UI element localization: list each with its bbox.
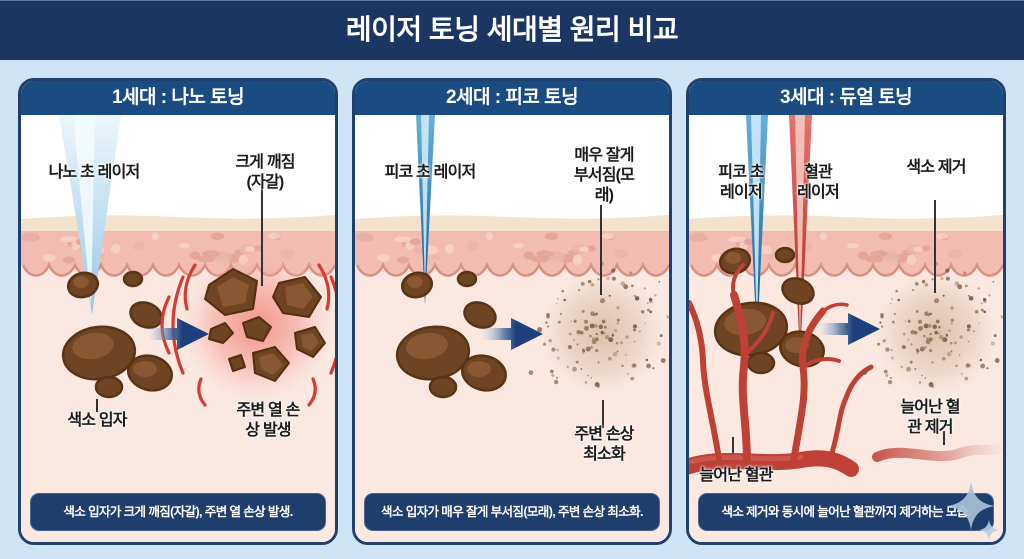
pico-laser-label: 피코 초 레이저	[718, 164, 764, 201]
pigment-particle-label: 색소 입자	[67, 412, 127, 429]
dilated-vessel-label: 늘어난 혈관	[699, 467, 773, 484]
vascular-laser-label: 혈관 레이저	[797, 164, 840, 201]
min-damage-label: 주변 손상 최소화	[574, 426, 634, 463]
blood-vessels-illustration	[689, 263, 874, 477]
panel-gen2-pico-toning: 2세대 : 피코 토닝 피코 초 레이저 매우 잘게 부서짐(모래) 주변 손상…	[352, 78, 672, 545]
break-effect-label: 매우 잘게 부서짐(모래)	[573, 147, 635, 204]
skin-cross-section-illustration	[689, 115, 1003, 542]
panel-header: 2세대 : 피코 토닝	[355, 81, 669, 115]
page-title: 레이저 토닝 세대별 원리 비교	[345, 14, 679, 45]
pico-laser-label: 피코 초 레이저	[384, 164, 477, 181]
vascular-laser-beam-icon	[789, 115, 812, 358]
panel-header: 1세대 : 나노 토닝	[21, 81, 335, 115]
leader-line	[96, 185, 263, 412]
caption-bar: 색소 입자가 크게 깨짐(자갈), 주변 열 손상 발생.	[30, 493, 326, 531]
nano-laser-beam-icon	[59, 115, 121, 315]
leader-line	[934, 200, 945, 445]
caption-bar: 색소 제거와 동시에 늘어난 혈관까지 제거하는 모습.	[698, 493, 994, 531]
panel-header: 3세대 : 듀얼 토닝	[689, 81, 1003, 115]
panel-header-label: 3세대 : 듀얼 토닝	[779, 87, 913, 108]
skin-cross-section-illustration	[21, 115, 335, 542]
skin-cross-section-illustration	[355, 115, 669, 542]
vessel-removed-label: 늘어난 혈관 제거	[900, 399, 960, 436]
title-bar: 레이저 토닝 세대별 원리 비교	[0, 0, 1024, 60]
pico-laser-beam-icon	[746, 115, 768, 343]
leader-line	[600, 205, 604, 428]
panel-body: 나노 초 레이저 크게 깨짐(자갈) 색소 입자 주변 열 손상 발생 색소 입…	[21, 115, 335, 542]
heat-damage-label: 주변 열 손상 발생	[236, 402, 301, 439]
panel-body: 피코 초 레이저 혈관 레이저 색소 제거 늘어난 혈관 제거 늘어난 혈관 색…	[689, 115, 1003, 542]
panel-header-label: 1세대 : 나노 토닝	[111, 87, 245, 108]
pico-laser-beam-icon	[416, 115, 435, 305]
nano-laser-label: 나노 초 레이저	[48, 164, 141, 181]
break-effect-label: 크게 깨짐(자갈)	[235, 154, 295, 191]
panel-gen1-nano-toning: 1세대 : 나노 토닝 나노 초 레이저 크게 깨짐(자	[18, 78, 338, 545]
pigment-removal-label: 색소 제거	[906, 159, 966, 176]
caption-text: 색소 제거와 동시에 늘어난 혈관까지 제거하는 모습.	[721, 505, 971, 519]
sparkle-icon	[947, 482, 999, 540]
caption-text: 색소 입자가 크게 깨짐(자갈), 주변 열 손상 발생.	[63, 505, 293, 519]
caption-bar: 색소 입자가 매우 잘게 부서짐(모래), 주변 손상 최소화.	[364, 493, 660, 531]
caption-text: 색소 입자가 매우 잘게 부서짐(모래), 주변 손상 최소화.	[381, 505, 643, 519]
panel-gen3-dual-toning: 3세대 : 듀얼 토닝	[686, 78, 1006, 545]
panel-header-label: 2세대 : 피코 토닝	[445, 87, 579, 108]
panel-body: 피코 초 레이저 매우 잘게 부서짐(모래) 주변 손상 최소화 색소 입자가 …	[355, 115, 669, 542]
removed-vessel-illustration	[872, 444, 1003, 462]
